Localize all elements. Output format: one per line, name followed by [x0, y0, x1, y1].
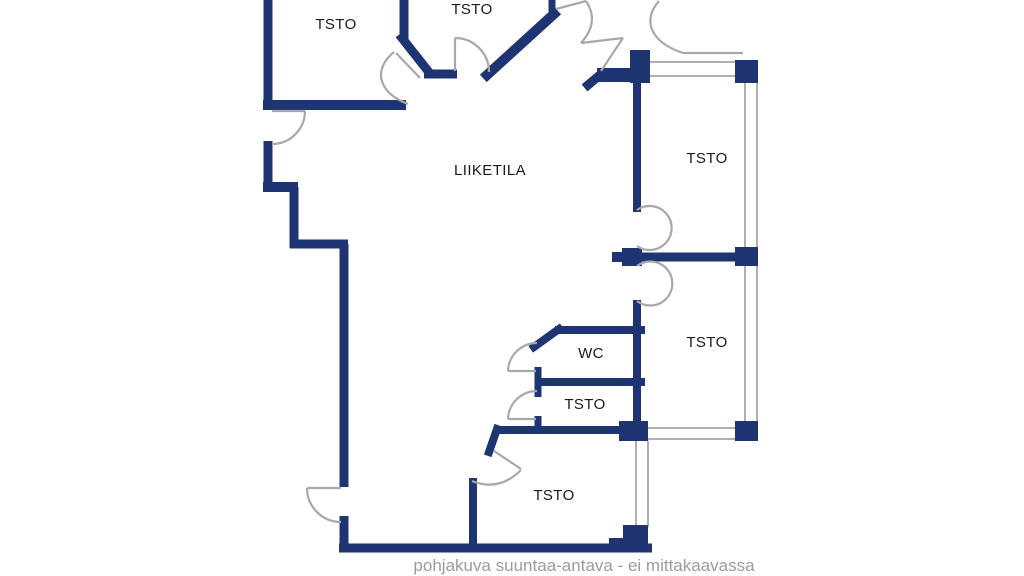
- room-label-office-middle-small: TSTO: [564, 396, 605, 413]
- wall-post: [597, 68, 633, 82]
- door-swing: [506, 341, 538, 372]
- wall-post: [735, 247, 758, 266]
- wall-post: [619, 421, 648, 441]
- door-leaf: [395, 52, 421, 79]
- wall-post: [623, 525, 648, 552]
- room-label-retail-space: LIIKETILA: [454, 162, 526, 179]
- door-swing: [580, 0, 593, 44]
- door-leaf: [493, 450, 522, 470]
- wall: [528, 323, 565, 353]
- footer-disclaimer: pohjakuva suuntaa-antava - ei mittakaava…: [413, 556, 755, 575]
- wall: [395, 31, 435, 78]
- room-labels-group: TSTO TSTO TSTO TSTO WC TSTO TSTO LIIKETI…: [315, 1, 727, 504]
- walls-group: [263, 0, 758, 553]
- room-label-office-right-lower: TSTO: [686, 334, 727, 351]
- wall-post: [622, 248, 642, 266]
- door-swing: [471, 469, 522, 486]
- wall-post: [609, 538, 625, 552]
- wall-post: [612, 252, 625, 262]
- room-label-office-right-upper: TSTO: [686, 150, 727, 167]
- room-label-office-bottom: TSTO: [533, 487, 574, 504]
- door-leaf: [600, 37, 624, 72]
- wall: [479, 6, 562, 83]
- door-swing: [305, 487, 342, 524]
- windows-group: [635, 61, 758, 527]
- door-swing: [580, 36, 624, 45]
- door-swing: [379, 51, 409, 106]
- wall-post: [735, 421, 758, 441]
- door-swing: [506, 389, 538, 420]
- door-swing: [454, 36, 491, 73]
- room-label-wc: WC: [578, 345, 604, 362]
- wall: [483, 423, 503, 458]
- wall-post: [735, 60, 758, 83]
- door-leaf: [555, 0, 587, 11]
- door-swing: [271, 110, 307, 146]
- room-label-office-top-middle: TSTO: [451, 1, 492, 18]
- door-swing: [636, 204, 673, 252]
- wall-post: [630, 50, 650, 83]
- door-swing: [636, 260, 674, 307]
- room-label-office-top-left: TSTO: [315, 16, 356, 33]
- doors-group: [271, 0, 743, 524]
- door-swing: [649, 0, 684, 55]
